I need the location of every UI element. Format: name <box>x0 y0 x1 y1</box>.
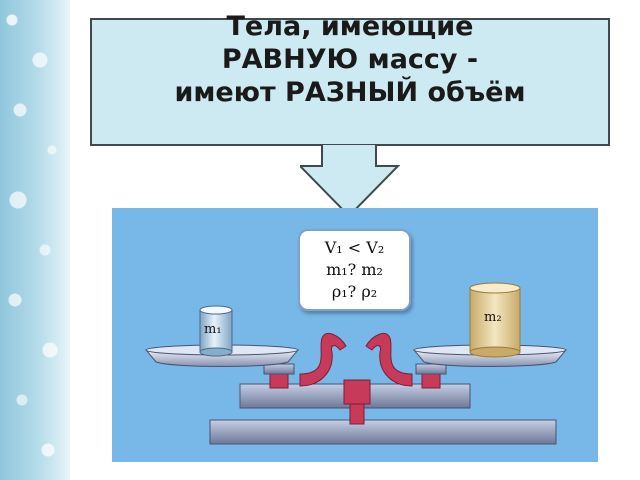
title-line-3: имеют РАЗНЫЙ объём <box>174 77 526 108</box>
left-arm <box>299 333 347 387</box>
scale-fulcrum <box>343 379 371 405</box>
right-body-cylinder <box>469 287 521 353</box>
title-box <box>90 18 610 146</box>
density-relation: ρ₁? ρ₂ <box>331 282 378 301</box>
right-arm <box>365 333 413 387</box>
left-body-label: m₁ <box>204 322 222 337</box>
scale-pillar <box>349 401 365 425</box>
formula-box: V₁ < V₂ m₁? m₂ ρ₁? ρ₂ <box>298 229 411 311</box>
down-arrow-icon <box>300 144 400 218</box>
title-line-1: Тела, имеющие <box>226 11 474 42</box>
scale-base <box>209 419 557 445</box>
slide-title: Тела, имеющие РАВНУЮ массу - имеют РАЗНЫ… <box>90 10 610 109</box>
water-drops-decoration <box>0 0 70 480</box>
right-body-label: m₂ <box>484 310 502 325</box>
title-line-2: РАВНУЮ массу - <box>221 44 479 75</box>
left-body-cylinder <box>199 309 233 353</box>
volume-relation: V₁ < V₂ <box>324 238 385 257</box>
mass-relation: m₁? m₂ <box>326 260 383 279</box>
